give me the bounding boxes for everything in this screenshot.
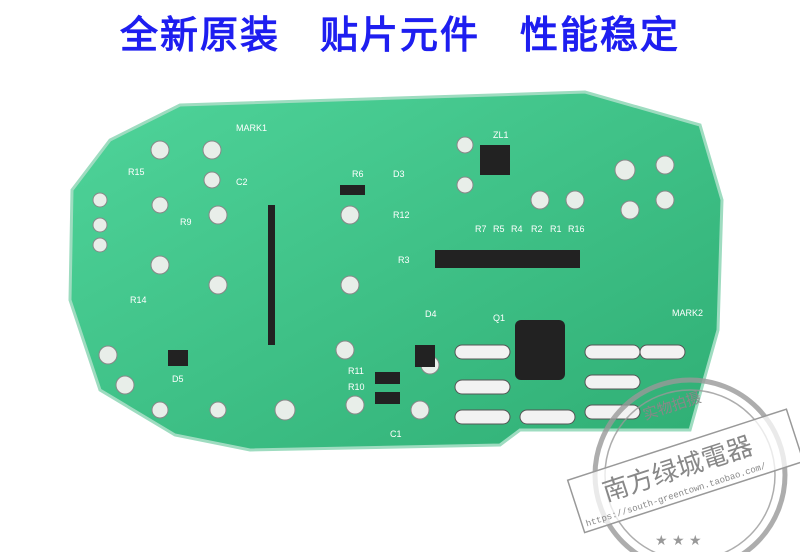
headline-1: 全新原装 — [119, 13, 280, 57]
svg-text:R11: R11 — [348, 366, 364, 376]
silkscreen-labels: MARK1 R15 C2 R9 R14 D5 ZL1 R7 R5 R4 R2 R… — [128, 123, 703, 439]
svg-text:Q1: Q1 — [493, 313, 505, 323]
svg-text:MARK1: MARK1 — [236, 123, 267, 133]
solder-pads — [92, 136, 675, 421]
headline: 全新原装 贴片元件 性能稳定 — [0, 4, 800, 59]
svg-text:ZL1: ZL1 — [493, 130, 509, 140]
headline-3: 性能稳定 — [520, 13, 681, 57]
watermark-top: 实物拍摄 — [641, 388, 704, 424]
svg-text:R12: R12 — [393, 210, 410, 220]
svg-text:R5: R5 — [493, 224, 505, 234]
svg-text:R1: R1 — [550, 224, 562, 234]
smd-components — [168, 145, 580, 404]
svg-text:R7: R7 — [475, 224, 487, 234]
svg-text:R2: R2 — [531, 224, 543, 234]
svg-text:R9: R9 — [180, 217, 192, 227]
svg-text:C2: C2 — [236, 177, 248, 187]
watermark-stamp: 实物拍摄 南方绿城電器 https://south-greentown.taob… — [566, 377, 800, 552]
svg-text:D5: D5 — [172, 374, 184, 384]
svg-text:R10: R10 — [348, 382, 365, 392]
svg-text:D4: D4 — [425, 309, 437, 319]
svg-text:C1: C1 — [390, 429, 402, 439]
heatsink-slots — [454, 344, 686, 425]
svg-text:R14: R14 — [130, 295, 147, 305]
svg-text:MARK2: MARK2 — [672, 308, 703, 318]
svg-text:R3: R3 — [398, 255, 410, 265]
svg-text:R6: R6 — [352, 169, 364, 179]
headline-2: 贴片元件 — [319, 13, 480, 57]
stamp-stars: ★ ★ ★ — [655, 533, 702, 549]
svg-text:R15: R15 — [128, 167, 145, 177]
svg-text:D3: D3 — [393, 169, 405, 179]
svg-text:R16: R16 — [568, 224, 585, 234]
svg-text:R4: R4 — [511, 224, 523, 234]
